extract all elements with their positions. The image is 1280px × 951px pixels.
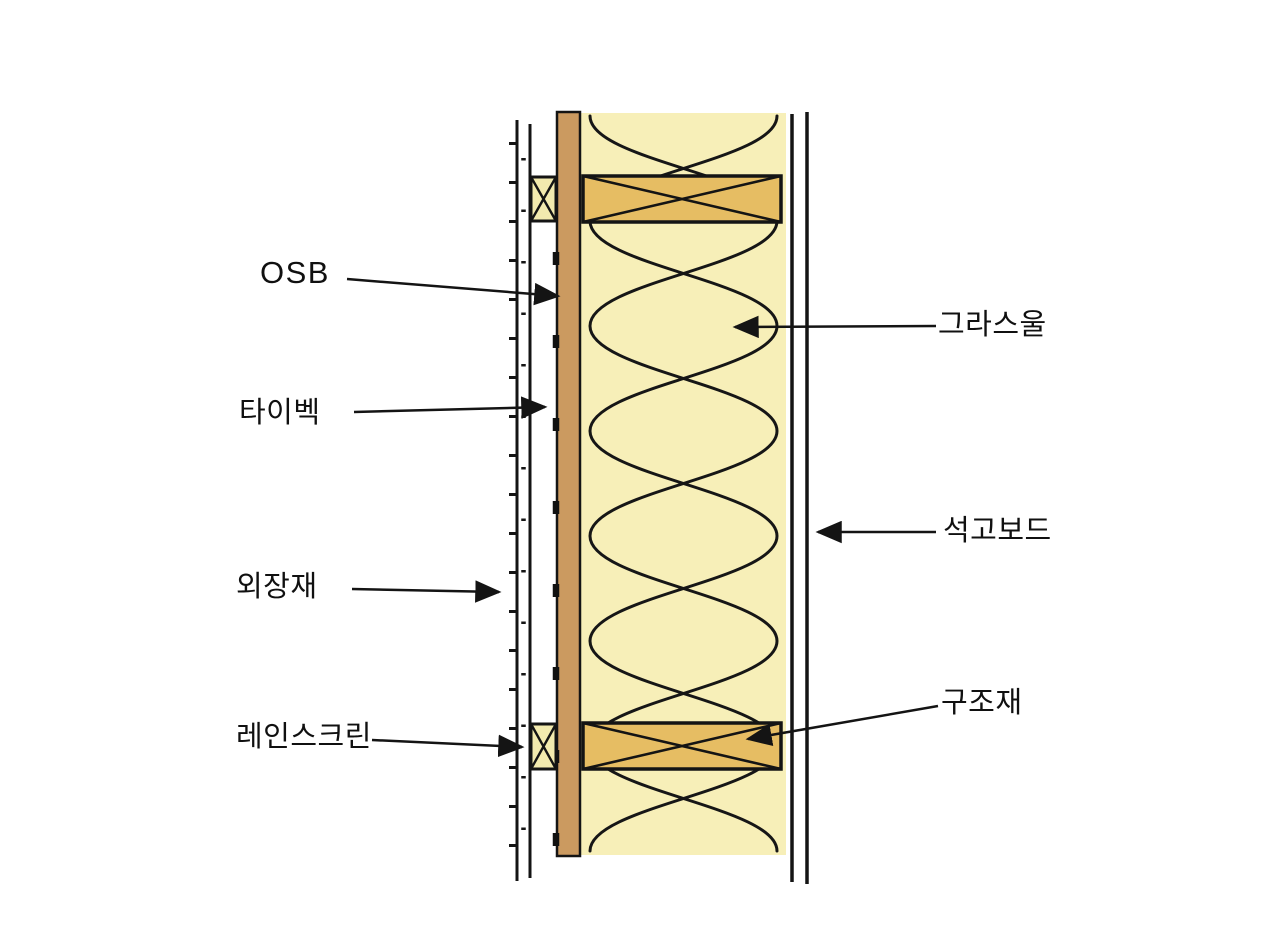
osb-panel [555, 110, 582, 858]
label-gypsum: 석고보드 [943, 515, 1052, 547]
rainscreen-arrow [371, 734, 525, 758]
tyvek-arrow [353, 396, 548, 419]
exterior-cladding [509, 120, 532, 881]
label-tyvek: 타이벡 [239, 397, 321, 429]
stud-top-cross [582, 174, 782, 224]
label-cladding: 외장재 [236, 571, 318, 603]
stud-arrow [745, 704, 939, 747]
stud-top [581, 174, 783, 224]
cladding-arrow [351, 580, 502, 603]
leader-arrows [346, 277, 939, 758]
label-osb: OSB [260, 255, 330, 290]
osb-sheathing [555, 110, 582, 858]
label-stud: 구조재 [941, 687, 1023, 719]
label-glasswool: 그라스울 [938, 309, 1047, 341]
batten-top-cross [529, 176, 558, 222]
rainscreen-batten-bottom [529, 722, 558, 771]
glasswool-arrow [732, 315, 937, 339]
rainscreen-batten-top [529, 175, 558, 223]
gypsum-board [790, 112, 809, 884]
batten-bottom-cross [529, 723, 558, 770]
stud-bottom [581, 721, 783, 771]
label-rainscreen: 레인스크린 [236, 721, 372, 753]
osb-arrow [346, 277, 561, 306]
